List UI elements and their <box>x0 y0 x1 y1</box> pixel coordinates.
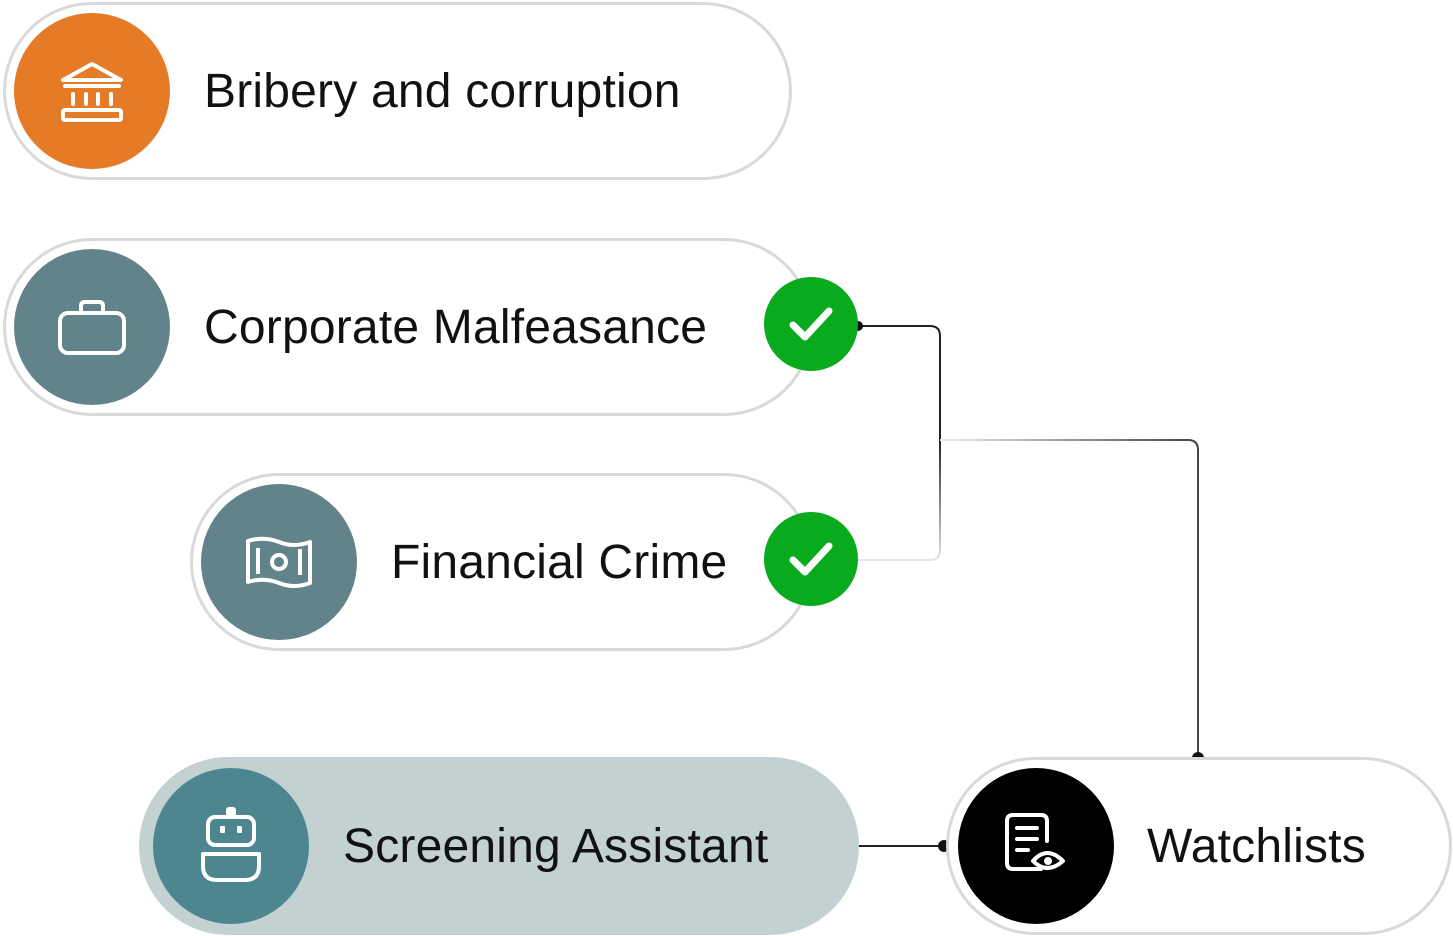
node-corporate-label: Corporate Malfeasance <box>204 300 708 354</box>
node-watchlists[interactable]: Watchlists <box>946 757 1452 935</box>
node-financial-icon-circle <box>201 484 357 640</box>
connector-financial <box>858 440 941 561</box>
node-bribery-label: Bribery and corruption <box>204 64 681 118</box>
document-eye-icon <box>1005 813 1065 871</box>
robot-icon <box>201 807 261 882</box>
node-screening-label: Screening Assistant <box>343 819 769 873</box>
connector-corporate <box>858 325 941 440</box>
node-screening-icon-circle <box>153 768 309 924</box>
node-corporate-icon-circle <box>14 249 170 405</box>
node-financial[interactable]: Financial Crime <box>190 473 813 651</box>
node-financial-label: Financial Crime <box>391 535 728 589</box>
node-watchlists-icon-circle <box>958 768 1114 924</box>
node-corporate[interactable]: Corporate Malfeasance <box>3 238 813 416</box>
node-screening[interactable]: Screening Assistant <box>139 757 859 935</box>
briefcase-icon <box>58 300 126 355</box>
node-watchlists-label: Watchlists <box>1147 819 1366 873</box>
financial-check-icon <box>764 512 858 606</box>
node-bribery[interactable]: Bribery and corruption <box>3 2 792 180</box>
bank-icon <box>61 62 123 122</box>
connector-merge <box>940 439 1199 758</box>
banknote-icon <box>246 536 312 588</box>
corporate-check-icon <box>764 277 858 371</box>
node-bribery-icon-circle <box>14 13 170 169</box>
